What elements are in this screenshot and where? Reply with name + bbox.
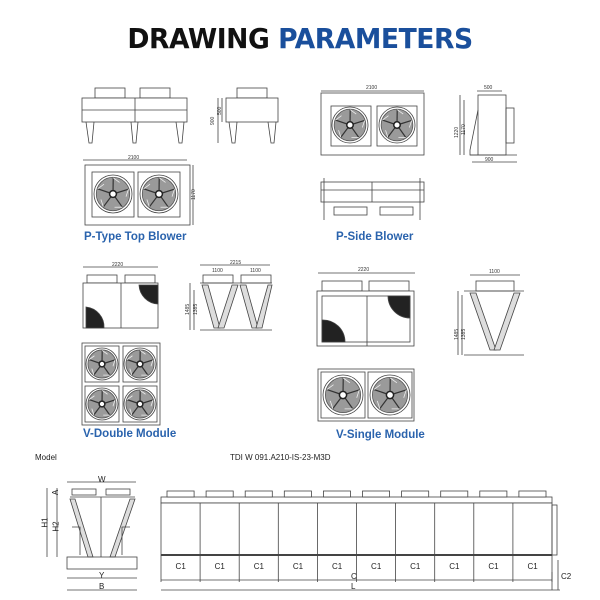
dim-C2: C2 xyxy=(561,572,572,581)
dim-C1: C1 xyxy=(175,562,186,571)
model-end-view xyxy=(46,481,138,591)
p-side-front-view: 2100 xyxy=(320,85,425,156)
fan-icon xyxy=(123,347,157,381)
p-type-top-view: 2100 1170 xyxy=(83,155,197,226)
dim-label: 1385 xyxy=(193,304,199,315)
fan-shroud xyxy=(205,490,234,498)
fan-icon xyxy=(322,374,364,416)
fan-shroud xyxy=(440,490,469,498)
dim-label: 500 xyxy=(484,85,493,91)
dim-label: 1100 xyxy=(250,268,261,274)
model-code: TDI W 091.A210-IS-23-M3D xyxy=(230,453,331,462)
model-side-view xyxy=(160,490,560,591)
fan-icon xyxy=(85,387,119,421)
v-single-caption: V-Single Module xyxy=(336,429,425,441)
dim-label: 1485 xyxy=(185,304,191,315)
dim-C1: C1 xyxy=(214,562,225,571)
p-side-caption: P-Side Blower xyxy=(336,231,414,243)
v-double-side-view: 2215 1100 1100 1485 1385 xyxy=(185,260,273,331)
dim-label: 2100 xyxy=(128,155,139,161)
fan-icon xyxy=(331,106,369,144)
dim-Y: Y xyxy=(99,571,105,580)
dim-C1: C1 xyxy=(292,562,304,571)
p-type-front-view xyxy=(81,87,188,144)
p-side-bottom-view xyxy=(320,178,425,220)
dim-H2: H2 xyxy=(51,521,61,532)
v-single-side-view: 1100 1485 1385 xyxy=(454,269,524,356)
dim-C: C xyxy=(351,572,357,581)
dim-C1: C1 xyxy=(488,562,499,571)
dim-L: L xyxy=(351,582,356,591)
v-single-top-view xyxy=(317,368,415,422)
dim-label: 1385 xyxy=(461,329,467,340)
dim-C1: C1 xyxy=(410,562,421,571)
fan-icon xyxy=(139,174,179,214)
dim-label: 1170 xyxy=(461,124,467,135)
v-single-front-view: 2220 xyxy=(316,267,415,347)
dim-label: 500 xyxy=(217,106,223,115)
fan-shroud xyxy=(518,490,547,498)
dim-label: 900 xyxy=(210,116,216,125)
dim-B: B xyxy=(99,582,105,591)
fan-shroud xyxy=(166,490,195,498)
p-type-caption: P-Type Top Blower xyxy=(84,231,187,243)
fan-icon xyxy=(123,387,157,421)
v-double-caption: V-Double Module xyxy=(83,428,177,440)
fan-shroud xyxy=(401,490,430,498)
dim-W: W xyxy=(98,475,106,484)
dim-label: 2215 xyxy=(230,260,241,266)
model-label: Model xyxy=(35,453,57,462)
dim-label: 2220 xyxy=(358,267,369,273)
dim-label: 1100 xyxy=(489,269,500,275)
dim-C1: C1 xyxy=(331,562,343,571)
fan-shroud xyxy=(244,490,273,498)
fan-shroud xyxy=(322,490,351,498)
dim-label: 900 xyxy=(485,157,494,163)
dim-A: A xyxy=(51,489,61,496)
dim-C1: C1 xyxy=(253,562,264,571)
dim-H1: H1 xyxy=(40,517,50,528)
fan-icon xyxy=(378,106,416,144)
dim-label: 1100 xyxy=(212,268,223,274)
p-type-side-view: 900 500 xyxy=(210,87,279,144)
dim-label: 1485 xyxy=(454,329,460,340)
fan-icon xyxy=(85,347,119,381)
dim-label: 2100 xyxy=(366,85,377,91)
dim-label: 2220 xyxy=(112,262,123,268)
page-title: DRAWING PARAMETERS xyxy=(127,22,473,55)
dim-label: 1220 xyxy=(454,127,460,138)
v-double-front-view: 2220 xyxy=(82,262,159,329)
dim-C1: C1 xyxy=(527,562,538,571)
dim-label: 1170 xyxy=(191,189,197,200)
fan-shroud xyxy=(479,490,508,498)
fan-shroud xyxy=(283,490,312,498)
dim-C1: C1 xyxy=(449,562,460,571)
fan-icon xyxy=(93,174,133,214)
p-side-side-view: 500 900 1220 1170 xyxy=(454,85,517,163)
v-double-top-view xyxy=(81,342,161,426)
fan-shroud xyxy=(362,490,391,498)
fan-icon xyxy=(369,374,411,416)
dim-C1: C1 xyxy=(371,562,382,571)
